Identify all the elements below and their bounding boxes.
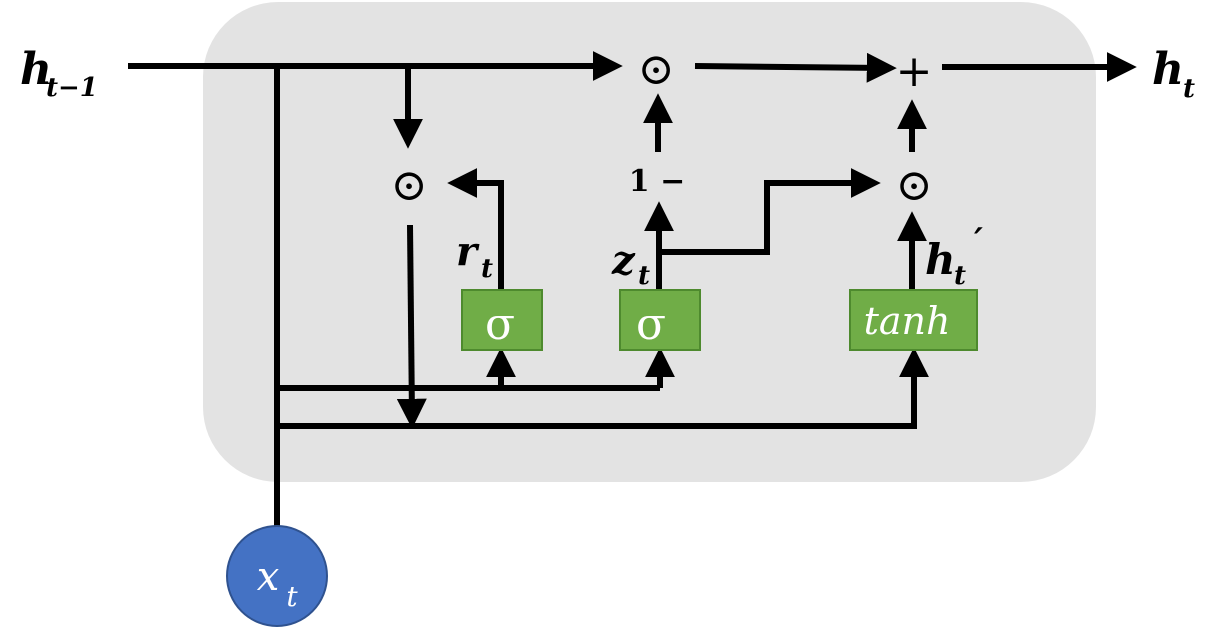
reset-gate-output-label: r <box>456 228 480 275</box>
output-hidden-label: h <box>1152 44 1184 95</box>
input-node-label: x <box>257 554 280 600</box>
output-hidden-sub: t <box>1183 74 1195 104</box>
candidate-gate-box <box>849 289 978 351</box>
prev-hidden-label: h <box>20 44 52 95</box>
input-node <box>226 525 328 627</box>
candidate-gate-label: tanh <box>864 299 951 343</box>
reset-gate-output-sub: t <box>481 254 493 284</box>
update-gate-label: σ <box>636 299 666 350</box>
reset-gate-label: σ <box>485 299 515 350</box>
r-gate-to-mult-wire <box>447 168 504 290</box>
prev-hidden-sub: t−1 <box>46 73 98 103</box>
top-multiply-operator: ⊙ <box>638 44 675 95</box>
candidate-output-sub: t <box>954 261 966 291</box>
update-multiply-operator: ⊙ <box>896 160 933 211</box>
input-node-sub: t <box>286 580 298 613</box>
one-minus-operator: 1 − <box>629 164 685 199</box>
candidate-input-bus <box>277 347 929 429</box>
plus-operator: + <box>896 46 933 97</box>
z-gate-to-update-mult-wire <box>659 168 881 255</box>
update-gate-output-label: z <box>611 237 636 284</box>
candidate-output-prime: ′ <box>974 221 983 261</box>
candidate-output-label: h <box>925 235 956 284</box>
update-gate-output-sub: t <box>638 261 650 291</box>
reset-gate-box <box>461 289 543 351</box>
reset-multiply-operator: ⊙ <box>391 160 428 211</box>
update-gate-box <box>619 289 701 351</box>
keep-path-wire <box>694 52 897 83</box>
cell-background <box>203 2 1096 482</box>
